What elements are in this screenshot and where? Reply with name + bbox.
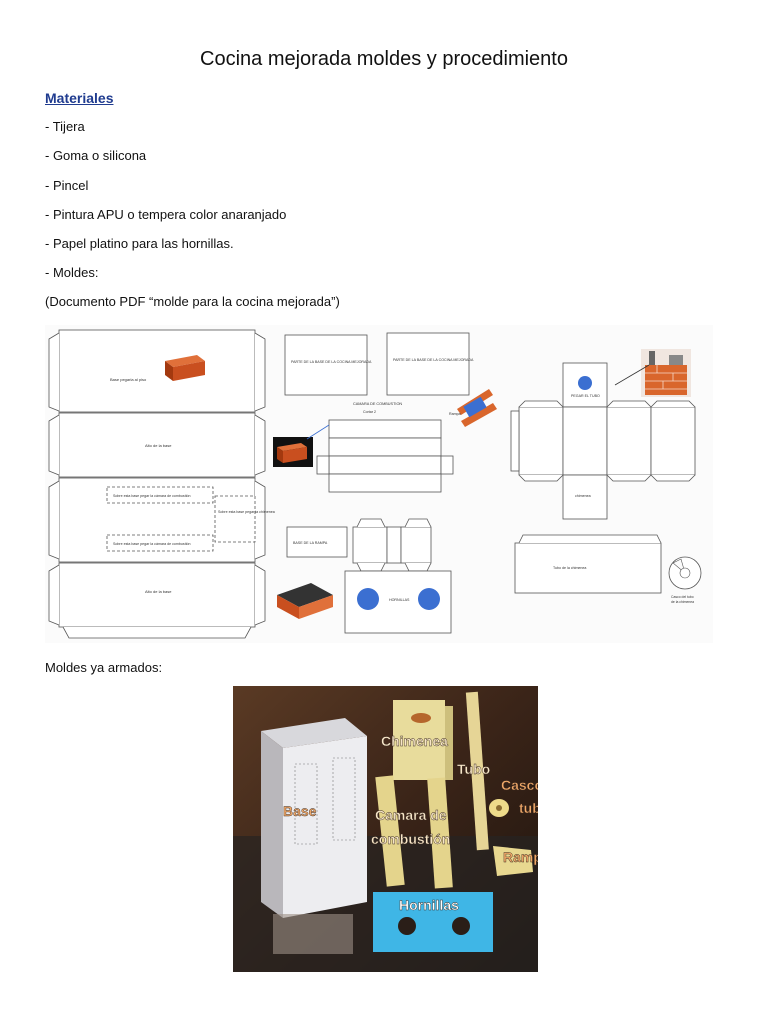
label-alto-base-2: Alto de la base — [145, 589, 172, 594]
camara-piece-1 — [375, 775, 405, 887]
rampa-icon — [457, 389, 497, 427]
label-cortar-2: Cortar 2 — [363, 410, 376, 414]
assembled-photo-svg: Chimenea Tubo Casco del tubo Base Camara… — [233, 686, 567, 972]
assembled-caption: Moldes ya armados: — [45, 660, 163, 675]
photo-label-base: Base — [283, 803, 317, 819]
templates-figure: Base pegarla al piso Alto de la base Sob… — [45, 325, 713, 643]
photo-label-chimenea: Chimenea — [381, 733, 448, 749]
list-item: - Pintura APU o tempera color anaranjado — [45, 206, 287, 222]
panel-alto-base-2 — [58, 562, 256, 628]
label-pegar-tubo: PEGAR EL TUBO — [571, 394, 600, 398]
base-box — [261, 718, 367, 954]
list-item: - Tijera — [45, 119, 85, 134]
label-tubo-chimenea: Tubo de la chimenea — [553, 566, 586, 570]
templates-svg: Base pegarla al piso Alto de la base Sob… — [48, 329, 702, 639]
camara-piece-2 — [427, 777, 453, 889]
list-item: - Papel platino para las hornillas. — [45, 236, 234, 252]
label-chimenea: chimenea — [575, 494, 591, 498]
label-sobre-base-camara: Sobre esta base pegar la cámara de combu… — [113, 494, 191, 498]
photo-label-rampa: Rampa — [503, 849, 538, 865]
label-sobre-base-chimenea: Sobre esta base pegar la chimenea — [218, 510, 275, 514]
dark-brick-icon — [273, 437, 313, 467]
label-alto-base-1: Alto de la base — [145, 443, 172, 448]
dark-block-icon — [277, 583, 333, 619]
list-item: - Goma o silicona — [45, 148, 147, 164]
photo-label-casco-1: Casco del — [501, 777, 538, 793]
tubo-hole — [578, 376, 592, 390]
label-casco-tubo-2: de la chimenea — [671, 600, 694, 604]
tubo-piece — [465, 691, 489, 851]
list-item: - Pincel — [45, 177, 89, 193]
label-camara-combustion: CAMARA DE COMBUSTION — [353, 402, 402, 406]
label-parte-base-2: PARTE DE LA BASE DE LA COCINA MEJORADA — [393, 358, 474, 362]
photo-label-casco-2: tubo — [519, 800, 538, 816]
label-casco-tubo-1: Casco del tubo — [671, 595, 694, 599]
chimney-photo-icon — [641, 349, 691, 397]
assembled-photo: Chimenea Tubo Casco del tubo Base Camara… — [233, 686, 567, 972]
photo-label-camara-1: Camara de — [375, 807, 447, 823]
materials-list: - Tijera - Goma o silicona - Pincel - Pi… — [45, 119, 287, 296]
rampa-piece — [493, 846, 533, 876]
hornilla-hole-2 — [418, 588, 440, 610]
list-item: - Moldes: — [45, 265, 99, 281]
photo-label-tubo: Tubo — [457, 761, 490, 777]
label-rampa: Rampa — [449, 412, 461, 416]
label-base-rampa: BASE DE LA RAMPA — [293, 541, 328, 545]
pdf-note: (Documento PDF “molde para la cocina mej… — [45, 294, 340, 309]
brick-icon — [165, 355, 205, 381]
label-hornillas: HORNILLAS — [389, 598, 410, 602]
panel-alto-base-1 — [58, 412, 256, 478]
materials-heading: Materiales — [45, 90, 114, 106]
page-title: Cocina mejorada moldes y procedimiento — [200, 48, 568, 70]
photo-label-camara-2: combustión — [371, 831, 450, 847]
label-sobre-base-camara-2: Sobre esta base pegar la cámara de combu… — [113, 542, 191, 546]
panel-base-piso — [58, 329, 256, 413]
hornillas-card — [373, 892, 493, 952]
hornilla-hole-1 — [357, 588, 379, 610]
photo-label-hornillas: Hornillas — [399, 897, 459, 913]
label-parte-base-1: PARTE DE LA BASE DE LA COCINA MEJORADA — [291, 360, 372, 364]
label-base-piso: Base pegarla al piso — [110, 377, 147, 382]
chimenea-block — [393, 700, 453, 780]
